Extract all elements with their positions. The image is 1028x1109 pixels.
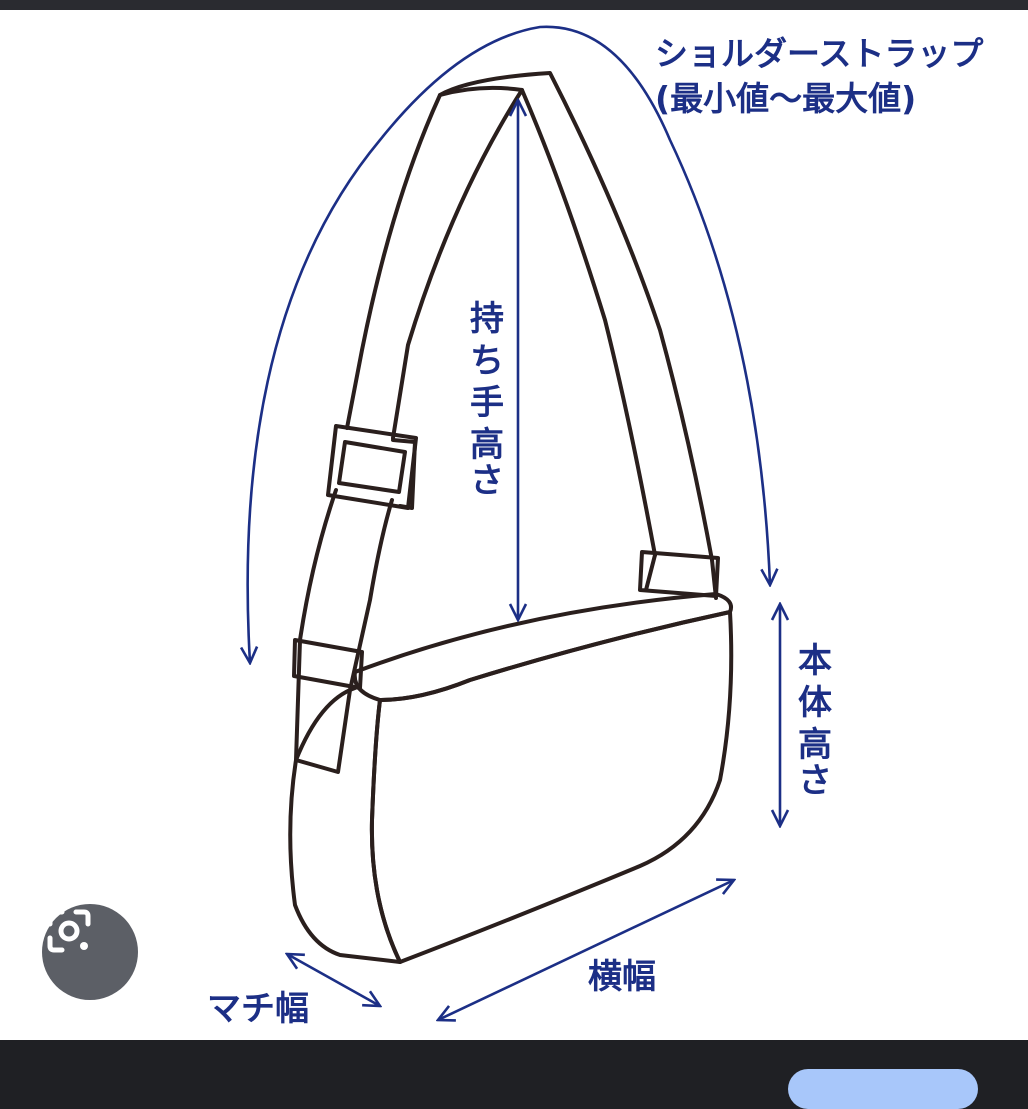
gusset-width-label: マチ幅 xyxy=(207,989,309,1029)
svg-text:手: 手 xyxy=(470,383,504,423)
diagram-canvas: ショルダーストラップ (最小値〜最大値) 持 ち 手 高 さ 本 体 高 さ 横… xyxy=(0,10,1028,1040)
action-button[interactable] xyxy=(788,1069,978,1109)
svg-text:体: 体 xyxy=(798,683,832,723)
shoulder-strap-arc xyxy=(248,25,770,663)
bag-diagram: ショルダーストラップ (最小値〜最大値) 持 ち 手 高 さ 本 体 高 さ 横… xyxy=(207,25,984,1029)
svg-text:持: 持 xyxy=(470,299,504,339)
svg-text:高: 高 xyxy=(798,725,832,765)
bag-side-panel xyxy=(288,686,402,964)
svg-text:さ: さ xyxy=(798,761,832,801)
top-bar xyxy=(0,0,1028,10)
gusset-width-arrow xyxy=(287,954,380,1006)
svg-text:本: 本 xyxy=(798,641,832,681)
handle-height-label: 持 ち 手 高 さ xyxy=(470,299,504,501)
bag-top-panel xyxy=(352,592,733,702)
shoulder-strap-range-label: (最小値〜最大値) xyxy=(655,79,916,118)
google-lens-button[interactable] xyxy=(42,904,138,1000)
width-label: 横幅 xyxy=(588,957,656,997)
width-arrow xyxy=(438,880,734,1020)
strap-outer-edge xyxy=(345,71,714,562)
svg-text:ち: ち xyxy=(470,341,504,381)
svg-text:高: 高 xyxy=(470,425,504,465)
svg-text:さ: さ xyxy=(470,461,504,501)
shoulder-strap-label: ショルダーストラップ xyxy=(655,34,984,73)
body-height-label: 本 体 高 さ xyxy=(798,641,832,801)
strap-fold xyxy=(438,85,524,97)
bag-front-panel xyxy=(369,610,734,964)
strap-inner-edge xyxy=(391,88,657,557)
